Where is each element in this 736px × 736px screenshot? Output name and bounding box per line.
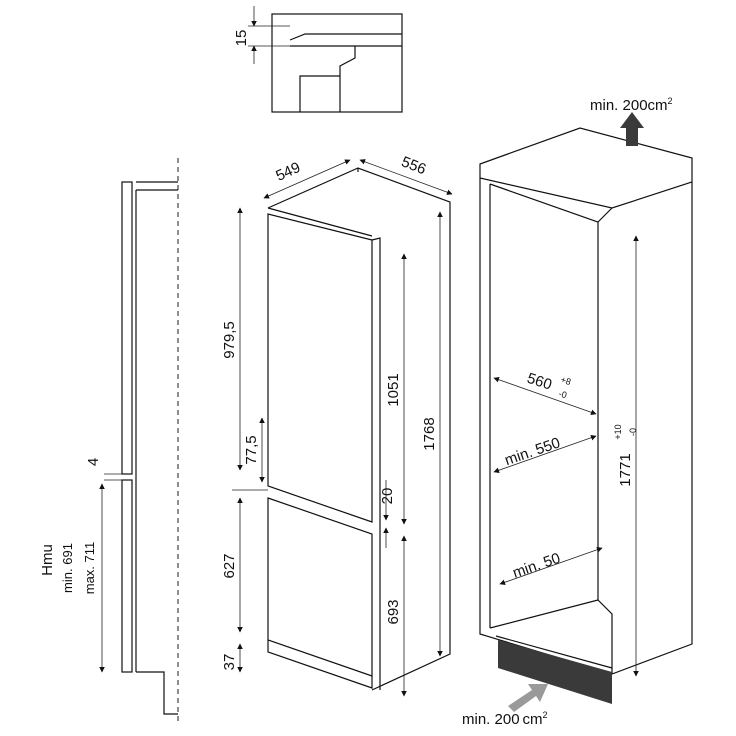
- hmu-min: min. 691: [60, 543, 75, 593]
- detail-top-panel: [289, 33, 402, 41]
- detail-cabinet: [299, 75, 340, 112]
- niche-height-label: 1771: [617, 453, 634, 486]
- side-gap-label: 4: [85, 458, 102, 466]
- niche-min-width-dim-line: [493, 435, 597, 473]
- plinth-edge: [495, 635, 613, 669]
- niche: min. 200cm2 560 +8 -0 min. 550 min. 50 1…: [462, 96, 693, 728]
- total-height-label: 1768: [421, 417, 438, 450]
- lower-door: [267, 497, 373, 677]
- upper-door-section: [121, 181, 133, 475]
- niche-top: [479, 127, 693, 209]
- upper-door: [267, 213, 373, 523]
- side-section: 4 Hmu min. 691 max. 711: [39, 158, 179, 724]
- appliance-side-edge: [371, 237, 381, 690]
- gap-label: 20: [379, 488, 396, 505]
- hmu-max: max. 711: [82, 542, 97, 595]
- niche-inner-edges: [597, 207, 613, 674]
- niche-height-tol-plus: +10: [613, 424, 623, 439]
- depth-dim-line: [359, 159, 453, 195]
- niche-inner: [489, 183, 599, 629]
- vent-up-arrow-icon: [620, 112, 644, 146]
- base-plinth: [267, 640, 373, 689]
- niche-width-label: 560: [525, 370, 554, 394]
- detail-door-edge: [339, 46, 356, 112]
- lower-height-label: 693: [385, 599, 402, 624]
- appliance: 549 556 979,5 77,5 627 37 1051 20 693 17…: [221, 153, 453, 697]
- cabinet-section: [135, 181, 178, 715]
- depth-label: 556: [399, 153, 428, 178]
- base-label: 37: [221, 654, 238, 671]
- width-dim-line: [263, 159, 351, 199]
- niche-depth-dim-line: [499, 547, 603, 585]
- lower-door-section: [121, 479, 133, 673]
- appliance-top-front-edge: [267, 207, 373, 237]
- detail-frame: [271, 13, 403, 113]
- niche-width-tol-plus: +8: [559, 374, 572, 387]
- niche-height-tol-minus: -0: [628, 428, 638, 436]
- niche-depth-label: min. 50: [511, 550, 563, 582]
- top-detail: 15: [233, 6, 403, 113]
- detail-gap-label: 15: [233, 30, 250, 47]
- vent-top-label: min. 200cm2: [590, 96, 673, 114]
- niche-width-dim-line: [493, 377, 597, 415]
- vent-bottom-arrow-icon: [508, 684, 548, 712]
- niche-outline: [479, 178, 693, 675]
- bottom-vent-grille: [498, 640, 612, 704]
- niche-min-width-label: min. 550: [503, 434, 563, 469]
- upper-door-label: 979,5: [221, 321, 238, 359]
- niche-width-tol-minus: -0: [557, 388, 568, 400]
- lower-door-label: 627: [221, 553, 238, 578]
- width-label: 549: [273, 159, 303, 185]
- hmu-title: Hmu: [39, 544, 56, 576]
- door-offset-label: 77,5: [243, 435, 260, 464]
- upper-height-label: 1051: [385, 373, 402, 406]
